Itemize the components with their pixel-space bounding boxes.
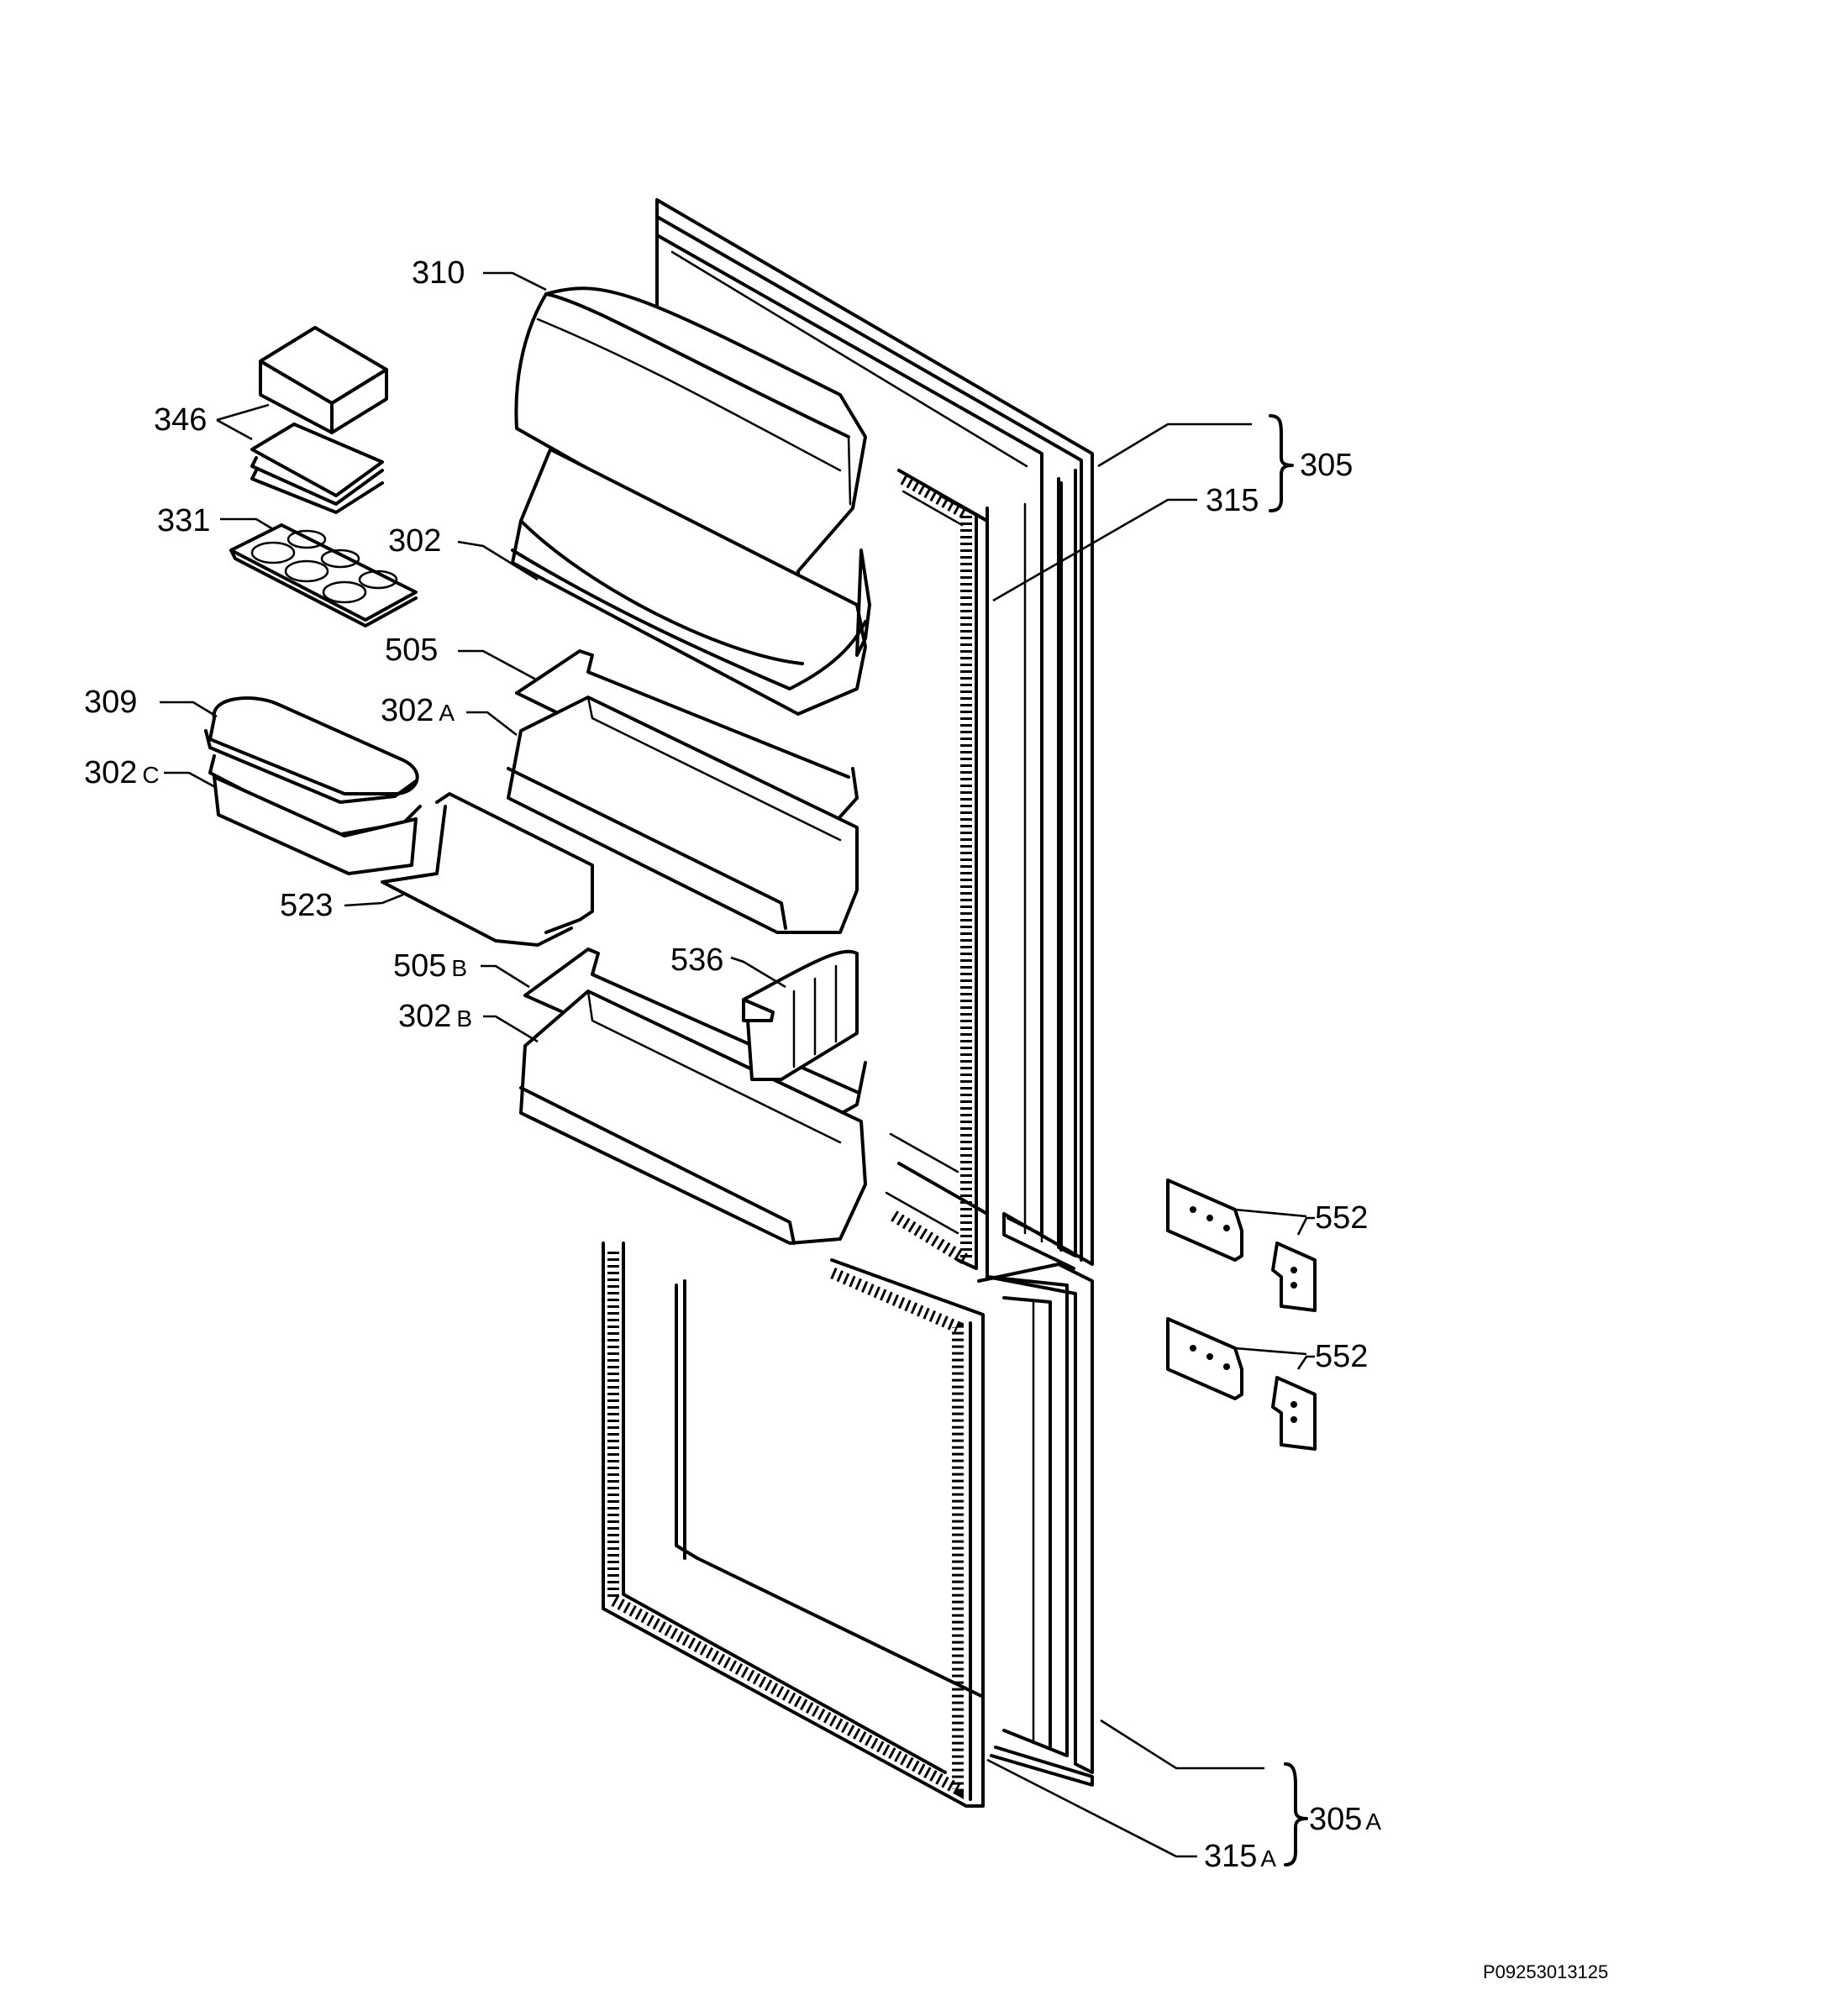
callout-505b-suffix: B bbox=[451, 955, 467, 981]
callout-310: 310 bbox=[412, 255, 465, 291]
hinge-552-top bbox=[1166, 1179, 1317, 1312]
door-shelf-302a bbox=[507, 696, 859, 934]
callout-505b-number: 505 bbox=[393, 948, 446, 984]
bar-523 bbox=[381, 792, 594, 947]
braces bbox=[1269, 414, 1308, 1866]
butter-box-346 bbox=[250, 326, 388, 514]
egg-tray-331 bbox=[229, 523, 418, 627]
callout-505: 505 bbox=[385, 633, 438, 668]
door-shelf-302b bbox=[519, 990, 867, 1245]
callout-302a-suffix: A bbox=[439, 700, 455, 726]
callout-302c-number: 302 bbox=[84, 755, 137, 790]
callout-536: 536 bbox=[670, 942, 723, 978]
callout-331: 331 bbox=[157, 503, 210, 538]
shelf-cover-310 bbox=[514, 286, 867, 590]
callout-305a-suffix: A bbox=[1365, 1809, 1381, 1835]
upper-door-gasket bbox=[885, 473, 989, 1278]
callout-305: 305 bbox=[1300, 448, 1353, 483]
callout-309: 309 bbox=[84, 685, 137, 720]
divider-536 bbox=[742, 949, 859, 1081]
callout-302a-number: 302 bbox=[381, 693, 434, 728]
callout-305a-number: 305 bbox=[1309, 1802, 1362, 1837]
callout-523: 523 bbox=[280, 888, 333, 923]
callout-552-top: 552 bbox=[1315, 1200, 1368, 1236]
container-309-302c bbox=[204, 696, 422, 875]
document-number: P09253013125 bbox=[1483, 1961, 1608, 1982]
lower-door bbox=[977, 1263, 1094, 1787]
callout-302c-suffix: C bbox=[142, 762, 159, 788]
hinge-552-bottom bbox=[1166, 1317, 1317, 1451]
callout-315: 315 bbox=[1206, 483, 1259, 518]
upper-door bbox=[655, 198, 1094, 1270]
callout-302b-number: 302 bbox=[398, 999, 451, 1034]
callout-315a-number: 315 bbox=[1204, 1839, 1257, 1874]
lower-door-gasket bbox=[602, 1242, 985, 1808]
door-shelf-302 bbox=[511, 448, 871, 716]
callout-346: 346 bbox=[154, 402, 207, 438]
callout-315a-suffix: A bbox=[1260, 1845, 1276, 1872]
callout-302b-suffix: B bbox=[456, 1005, 472, 1032]
callout-302: 302 bbox=[388, 523, 441, 559]
leader-lines bbox=[160, 271, 1315, 1858]
callout-552-bottom: 552 bbox=[1315, 1339, 1368, 1374]
